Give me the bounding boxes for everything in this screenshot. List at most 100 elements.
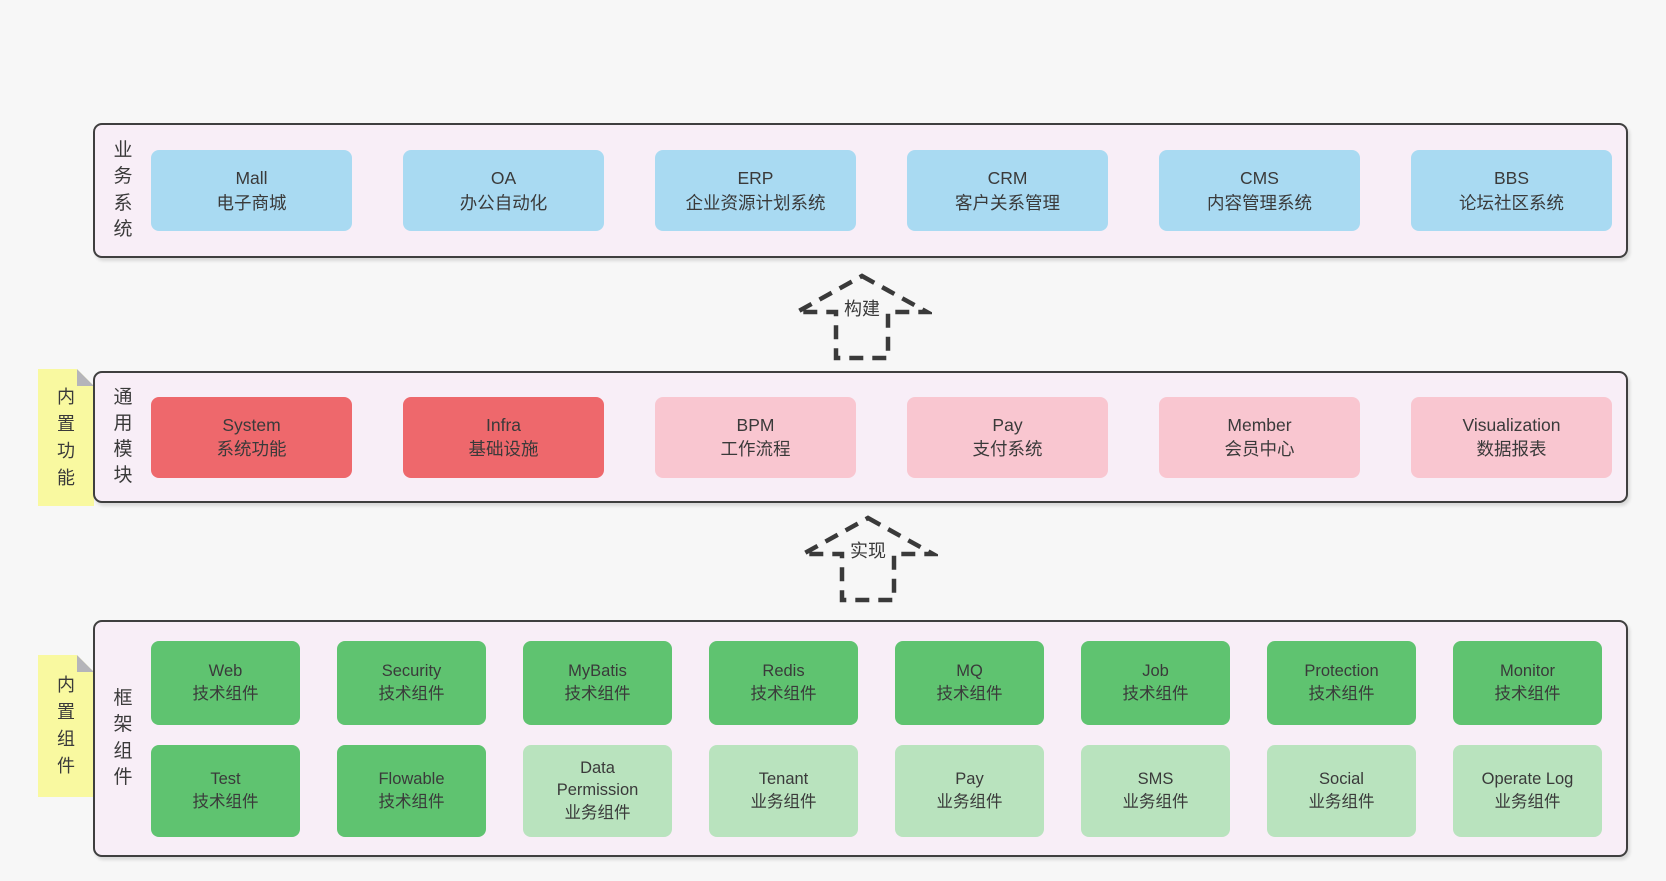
box-protection: Protection 技术组件 [1267,640,1416,725]
up-arrow-icon [798,515,938,603]
box-subtitle: 会员中心 [1224,439,1295,459]
box-subtitle: 论坛社区系统 [1459,192,1564,213]
box-subtitle: 技术组件 [564,684,631,703]
box-subtitle: 业务组件 [750,792,817,811]
box-title: Pay [992,414,1023,435]
box-pay: Pay 支付系统 [907,396,1108,478]
band-title-text: 框架组件 [113,688,133,788]
box-subtitle: 业务组件 [564,803,631,822]
box-monitor: Monitor 技术组件 [1453,640,1602,725]
box-title: BPM [736,414,775,435]
box-subtitle: 技术组件 [1494,684,1561,703]
box-cms: CMS 内容管理系统 [1159,150,1360,231]
sticky-note-label: 内置功能 [57,386,75,488]
box-title: Protection [1304,662,1379,681]
box-title: Data Permission [556,759,639,800]
box-mybatis: MyBatis 技术组件 [523,640,672,725]
box-title: Member [1227,414,1292,435]
box-flowable: Flowable 技术组件 [337,744,486,837]
box-test: Test 技术组件 [151,744,300,837]
box-subtitle: 系统功能 [216,439,287,459]
box-title: Operate Log [1481,770,1574,789]
box-subtitle: 技术组件 [1308,684,1375,703]
box-web: Web 技术组件 [151,640,300,725]
up-arrow-icon [792,273,932,361]
box-subtitle: 技术组件 [192,792,259,811]
box-subtitle: 技术组件 [1122,684,1189,703]
arrow-build: 构建 [792,272,932,362]
box-title: System [222,414,281,435]
box-title: Test [210,770,241,789]
box-title: Flowable [378,770,445,789]
box-title: Job [1142,662,1169,681]
box-title: MyBatis [568,662,627,681]
folded-corner-icon [77,655,94,672]
band-title-vertical: 通用模块 [95,373,151,501]
box-infra: Infra 基础设施 [403,396,604,478]
box-subtitle: 技术组件 [936,684,1003,703]
box-subtitle: 业务组件 [1122,792,1189,811]
box-subtitle: 工作流程 [720,439,791,459]
box-title: SMS [1137,770,1174,789]
box-bpm: BPM 工作流程 [655,396,856,478]
arrow-label: 构建 [841,295,883,321]
box-job: Job 技术组件 [1081,640,1230,725]
sticky-note-label: 内置组件 [57,675,75,776]
box-sms: SMS 业务组件 [1081,744,1230,837]
box-subtitle: 业务组件 [1308,792,1375,811]
box-subtitle: 基础设施 [468,439,539,459]
box-title: ERP [737,168,774,189]
box-title: Mall [235,168,268,189]
box-subtitle: 技术组件 [378,792,445,811]
box-pay: Pay 业务组件 [895,744,1044,837]
box-title: Web [208,662,243,681]
box-member: Member 会员中心 [1159,396,1360,478]
box-row: System 系统功能 Infra 基础设施 BPM 工作流程 Pay 支付系统 Member 会… [151,396,1614,478]
box-title: Visualization [1462,414,1561,435]
box-title: Redis [762,662,805,681]
box-system: System 系统功能 [151,396,352,478]
box-subtitle: 办公自动化 [459,192,548,213]
box-subtitle: 支付系统 [972,439,1043,459]
box-subtitle: 内容管理系统 [1207,192,1312,213]
box-title: CRM [987,168,1028,189]
box-subtitle: 客户关系管理 [955,192,1060,213]
box-subtitle: 业务组件 [936,792,1003,811]
band-title-text: 业务系统 [113,140,133,240]
sticky-note-built-in-features: 内置功能 [38,369,94,506]
box-social: Social 业务组件 [1267,744,1416,837]
box-mq: MQ 技术组件 [895,640,1044,725]
box-subtitle: 技术组件 [750,684,817,703]
band-common-modules: 通用模块 System 系统功能 Infra 基础设施 BPM 工作流程 Pay 支付系统 Me… [93,371,1628,503]
box-subtitle: 业务组件 [1494,792,1561,811]
box-title: CMS [1240,168,1279,189]
box-title: Infra [485,414,522,435]
band-box-rows: System 系统功能 Infra 基础设施 BPM 工作流程 Pay 支付系统 Member 会… [151,373,1626,501]
box-operate-log: Operate Log 业务组件 [1453,744,1602,837]
box-title: Pay [955,770,984,789]
box-subtitle: 电子商城 [216,192,287,213]
box-title: MQ [956,662,983,681]
box-mall: Mall 电子商城 [151,150,352,231]
band-title-text: 通用模块 [113,386,133,487]
arrow-implement: 实现 [798,514,938,604]
box-title: Security [381,662,442,681]
box-title: Monitor [1499,662,1556,681]
box-subtitle: 技术组件 [192,684,259,703]
band-title-vertical: 业务系统 [95,125,151,256]
box-title: Social [1319,770,1364,789]
band-title-vertical: 框架组件 [95,622,151,855]
sticky-note-built-in-components: 内置组件 [38,655,94,797]
